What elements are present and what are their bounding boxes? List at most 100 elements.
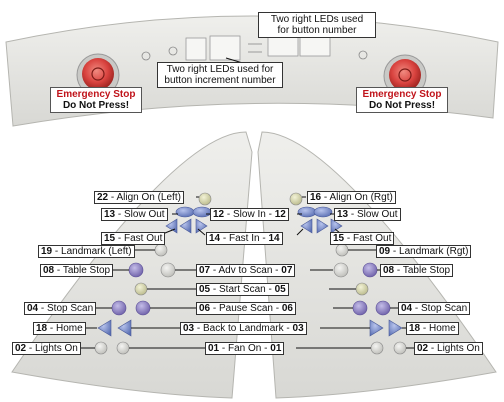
callout-num: 15 <box>104 233 116 244</box>
callout-num-2: 06 <box>281 303 293 314</box>
callout-08-table-stop-right: 08 - Table Stop <box>380 264 454 277</box>
callout-13-slow-out-left: 13 - Slow Out <box>101 208 168 221</box>
callout-04-stop-scan-right: 04 - Stop Scan <box>398 302 471 315</box>
callout-num: 06 <box>199 303 211 314</box>
table-stop-right-button <box>362 262 378 278</box>
callout-label: Landmark (Rgt) <box>399 246 469 257</box>
callout-02-lights-on-left: 02 - Lights On <box>12 342 81 355</box>
callout-num: 18 <box>409 323 421 334</box>
callout-18-home-left: 18 - Home <box>33 322 86 335</box>
emergency-stop-right-title: Emergency Stop <box>362 89 442 100</box>
callout-12-slow-in: 12 - Slow In - 12 <box>210 208 289 221</box>
start-scan-right-button <box>355 282 369 296</box>
callout-label: Lights On <box>35 343 78 354</box>
callout-03-back-to-landmark: 03 - Back to Landmark - 03 <box>180 322 307 335</box>
callout-num: 14 <box>209 233 221 244</box>
callout-label: Fast In <box>229 233 260 244</box>
slow-in-right-button <box>297 206 317 218</box>
callout-num: 18 <box>36 323 48 334</box>
stop-scan-right-button <box>375 300 391 316</box>
callout-num: 04 <box>401 303 413 314</box>
callout-18-home-right: 18 - Home <box>406 322 459 335</box>
callout-label: Home <box>56 323 83 334</box>
callout-14-fast-in: 14 - Fast In - 14 <box>206 232 283 245</box>
callout-01-fan-on: 01 - Fan On - 01 <box>205 342 285 355</box>
landmark-right-button <box>335 243 349 257</box>
pause-scan-left-button <box>135 300 151 316</box>
callout-16-align-on-rgt: 16 - Align On (Rgt) <box>307 191 396 204</box>
callout-label: Home <box>429 323 456 334</box>
callout-num: 16 <box>310 192 322 203</box>
emergency-stop-left-label: Emergency Stop Do Not Press! <box>50 87 142 113</box>
callout-label: Start Scan <box>219 284 266 295</box>
callout-09-landmark-rgt: 09 - Landmark (Rgt) <box>376 245 472 258</box>
adv-to-scan-left-button <box>160 262 176 278</box>
align-on-left-button <box>198 192 212 206</box>
callout-num: 07 <box>199 265 211 276</box>
callout-num: 09 <box>379 246 391 257</box>
callout-label: Slow In <box>233 209 266 220</box>
callout-num: 08 <box>43 265 55 276</box>
callout-13-slow-out-right: 13 - Slow Out <box>334 208 401 221</box>
callout-label: Adv to Scan <box>218 265 273 276</box>
panel-icon <box>141 51 151 61</box>
stop-scan-left-button <box>111 300 127 316</box>
emergency-stop-right-warning: Do Not Press! <box>368 100 436 111</box>
fan-on-right-button <box>370 341 384 355</box>
callout-num: 08 <box>383 265 395 276</box>
callout-num: 04 <box>27 303 39 314</box>
callout-label: Stop Scan <box>47 303 94 314</box>
callout-num: 15 <box>333 233 345 244</box>
landmark-left-button <box>154 243 168 257</box>
panel-icon <box>168 46 178 56</box>
callout-num: 02 <box>15 343 27 354</box>
callout-label: Pause Scan <box>219 303 273 314</box>
callout-num-2: 12 <box>274 209 286 220</box>
callout-07-adv-to-scan: 07 - Adv to Scan - 07 <box>196 264 296 277</box>
note-right-leds: Two right LEDs used for button number <box>258 12 376 38</box>
panel-icon <box>358 50 368 60</box>
callout-num: 22 <box>97 192 109 203</box>
callout-15-fast-out-right: 15 - Fast Out <box>330 232 395 245</box>
callout-label: Fan On <box>228 343 262 354</box>
callout-num-2: 14 <box>268 233 280 244</box>
emergency-stop-left-warning: Do Not Press! <box>62 100 130 111</box>
callout-04-stop-scan-left: 04 - Stop Scan <box>24 302 97 315</box>
callout-label: Table Stop <box>62 265 111 276</box>
callout-num: 12 <box>213 209 225 220</box>
callout-label: Table Stop <box>402 265 451 276</box>
lights-on-left-button <box>94 341 108 355</box>
home-right-button <box>388 319 403 337</box>
callout-19-landmark-left: 19 - Landmark (Left) <box>38 245 135 258</box>
note-left-leds: Two right LEDs used for button increment… <box>157 62 283 88</box>
callout-06-pause-scan: 06 - Pause Scan - 06 <box>196 302 296 315</box>
callout-15-fast-out-left: 15 - Fast Out <box>101 232 166 245</box>
callout-label: Landmark (Left) <box>61 246 132 257</box>
start-scan-left-button <box>134 282 148 296</box>
callout-num: 02 <box>417 343 429 354</box>
fan-on-left-button <box>116 341 130 355</box>
callout-02-lights-on-right: 02 - Lights On <box>414 342 483 355</box>
fast-out-right-button <box>330 218 343 234</box>
callout-num-2: 05 <box>274 284 286 295</box>
lights-on-right-button <box>393 341 407 355</box>
callout-num: 01 <box>208 343 220 354</box>
fast-in-right-button <box>300 218 313 234</box>
table-stop-left-button <box>128 262 144 278</box>
callout-label: Back to Landmark <box>203 323 284 334</box>
callout-label: Fast Out <box>353 233 392 244</box>
leader-lines <box>57 34 414 349</box>
callout-num-2: 03 <box>292 323 304 334</box>
adv-to-scan-right-button <box>333 262 349 278</box>
callout-num: 03 <box>183 323 195 334</box>
pause-scan-right-button <box>352 300 368 316</box>
callout-label: Slow Out <box>357 209 398 220</box>
callout-label: Fast Out <box>124 233 163 244</box>
align-on-right-button <box>289 192 303 206</box>
callout-22-align-on-left: 22 - Align On (Left) <box>94 191 184 204</box>
callout-label: Align On (Rgt) <box>329 192 393 203</box>
callout-05-start-scan: 05 - Start Scan - 05 <box>196 283 289 296</box>
home-left-button <box>97 319 112 337</box>
callout-label: Slow Out <box>124 209 165 220</box>
callout-label: Align On (Left) <box>116 192 181 203</box>
